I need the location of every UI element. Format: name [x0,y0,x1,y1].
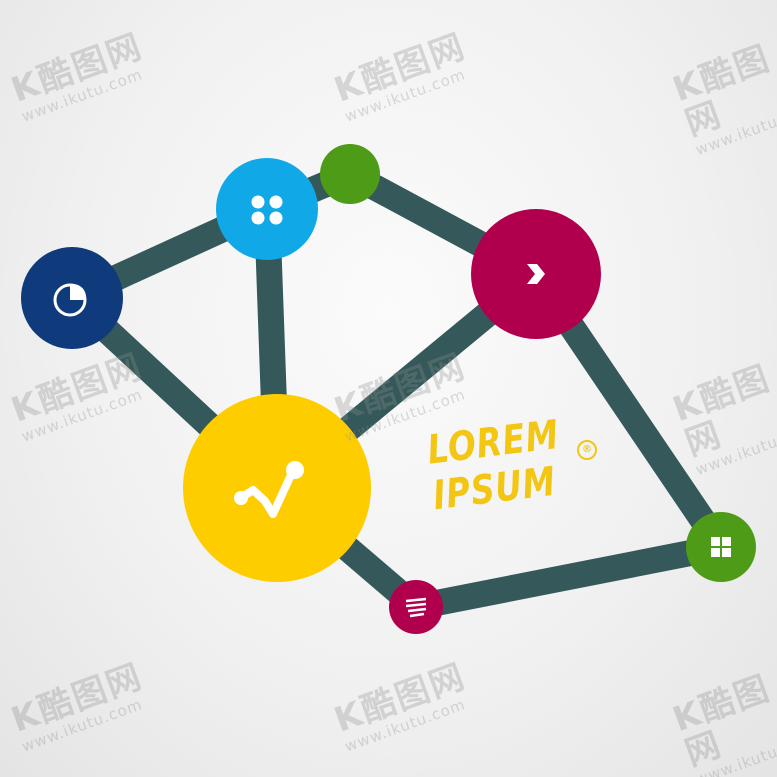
node-small-green [320,144,380,204]
grid-icon [711,537,731,557]
pie-chart-icon [53,283,87,317]
connector-list-grid [413,534,724,620]
node-pie [21,247,123,349]
node-arrow [471,209,601,339]
trend-line-icon [234,461,304,518]
node-grid [686,512,756,582]
registered-mark: ® [577,440,597,460]
node-trend-circle [183,394,371,582]
node-grid-circle [686,512,756,582]
node-dots-circle [216,158,318,260]
node-dots [216,158,318,260]
list-lines-icon [405,597,427,618]
node-list [389,580,443,634]
node-list-circle [389,580,443,634]
connector-lines [63,162,732,620]
chevron-right-icon [527,264,545,284]
four-dots-icon [251,195,283,225]
node-circles [21,144,756,634]
node-small-green-circle [320,144,380,204]
node-trend [183,394,371,582]
